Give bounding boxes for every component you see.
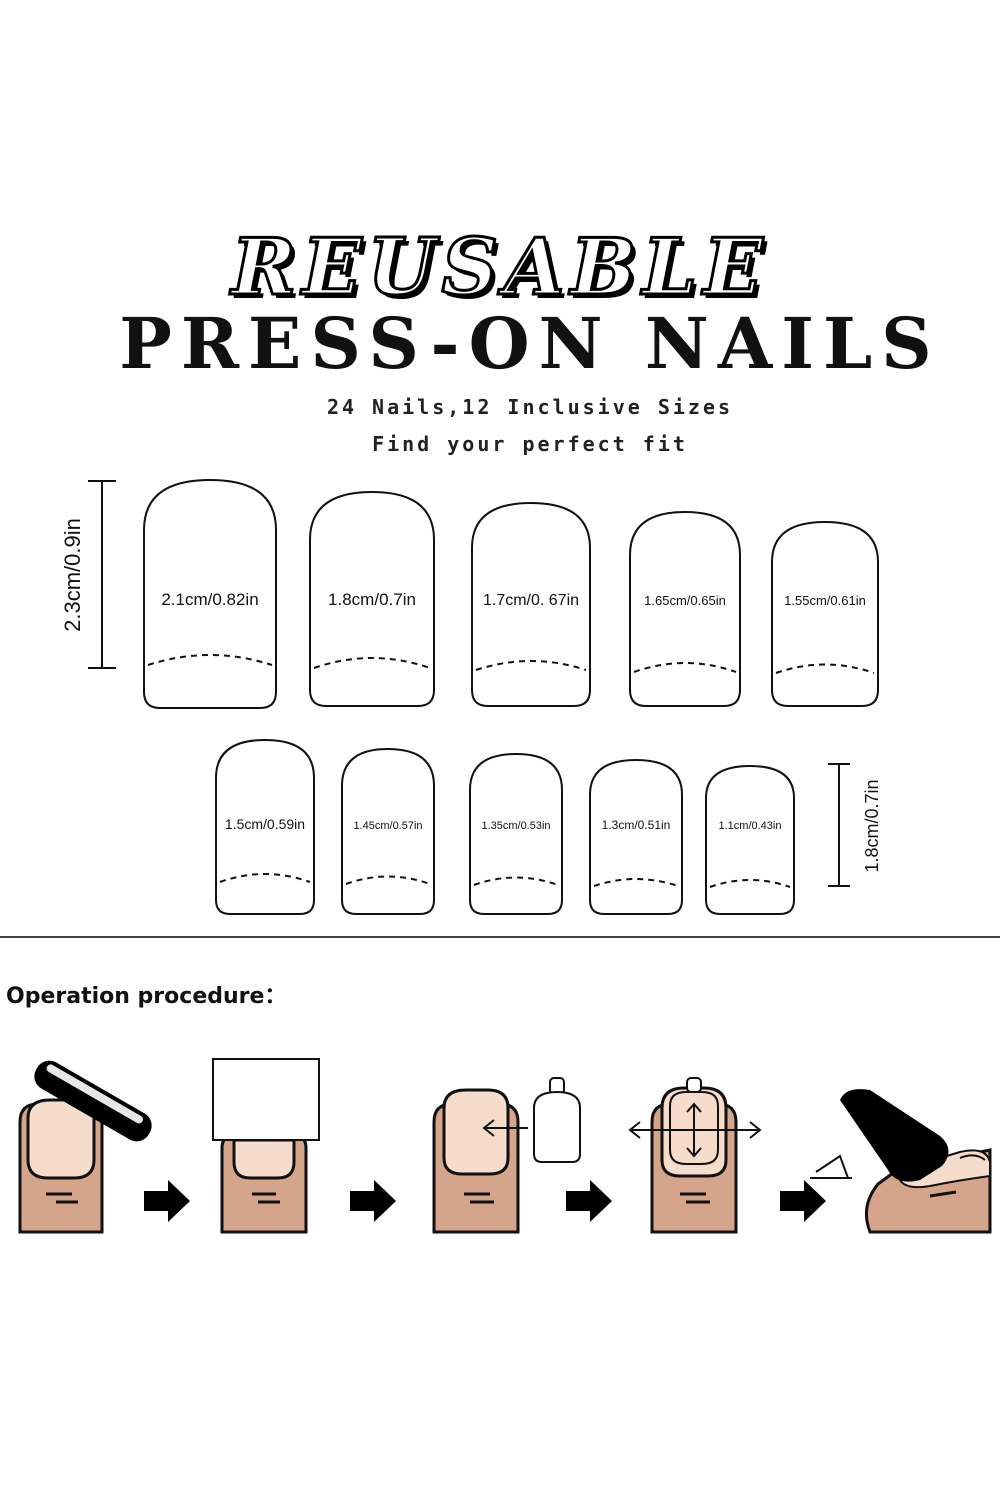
arrow-icon — [566, 1180, 612, 1222]
nail-size-3: 1.7cm/0. 67in — [471, 501, 591, 707]
nail-size-label: 1.3cm/0.51in — [602, 818, 671, 832]
nail-size-1: 2.1cm/0.82in — [143, 478, 277, 709]
nail-size-10: 1.1cm/0.43in — [705, 764, 795, 915]
row2-length-label: 1.8cm/0.7in — [862, 779, 882, 872]
row1-length-label: 2.3cm/0.9in — [60, 518, 85, 632]
nail-size-2: 1.8cm/0.7in — [309, 490, 435, 707]
arrow-icon — [144, 1180, 190, 1222]
nail-size-7: 1.45cm/0.57in — [341, 747, 435, 915]
row1-length-marker — [88, 480, 116, 669]
nail-size-6: 1.5cm/0.59in — [215, 738, 315, 915]
step-buff-nail — [18, 1060, 152, 1234]
nail-size-label: 1.65cm/0.65in — [644, 593, 726, 608]
nail-size-label: 1.5cm/0.59in — [225, 816, 305, 832]
step-press-nail — [810, 1089, 992, 1234]
nail-size-4: 1.65cm/0.65in — [629, 510, 741, 707]
nail-size-label: 1.55cm/0.61in — [784, 593, 866, 608]
nail-size-label: 1.7cm/0. 67in — [483, 592, 579, 609]
row2-length-marker — [828, 763, 850, 887]
page-title: PRESS-ON NAILS — [119, 302, 941, 385]
nail-size-label: 1.8cm/0.7in — [328, 590, 416, 609]
subtitle-fit: Find your perfect fit — [372, 432, 688, 456]
nail-size-8: 1.35cm/0.53in — [469, 752, 563, 915]
step-size-nail — [432, 1077, 581, 1234]
nail-size-label: 1.35cm/0.53in — [481, 820, 550, 832]
arrow-icon — [350, 1180, 396, 1222]
nail-size-9: 1.3cm/0.51in — [589, 758, 683, 915]
subtitle-sizes: 24 Nails,12 Inclusive Sizes — [326, 395, 734, 419]
nail-size-label: 1.1cm/0.43in — [719, 820, 782, 832]
nail-size-chart: 2.3cm/0.9in 2.1cm/0.82in 1.8cm/0.7in 1.7… — [0, 478, 1000, 938]
procedure-label: Operation procedure： — [6, 984, 287, 1009]
nail-size-label: 1.45cm/0.57in — [353, 820, 422, 832]
procedure-steps — [18, 1058, 992, 1234]
nail-size-5: 1.55cm/0.61in — [771, 520, 879, 707]
arrow-icon — [780, 1180, 826, 1222]
step-center-nail — [628, 1077, 762, 1234]
step-apply-tab — [212, 1058, 320, 1234]
title-reusable: REUSABLE — [230, 221, 769, 315]
nail-size-label: 2.1cm/0.82in — [161, 590, 258, 609]
